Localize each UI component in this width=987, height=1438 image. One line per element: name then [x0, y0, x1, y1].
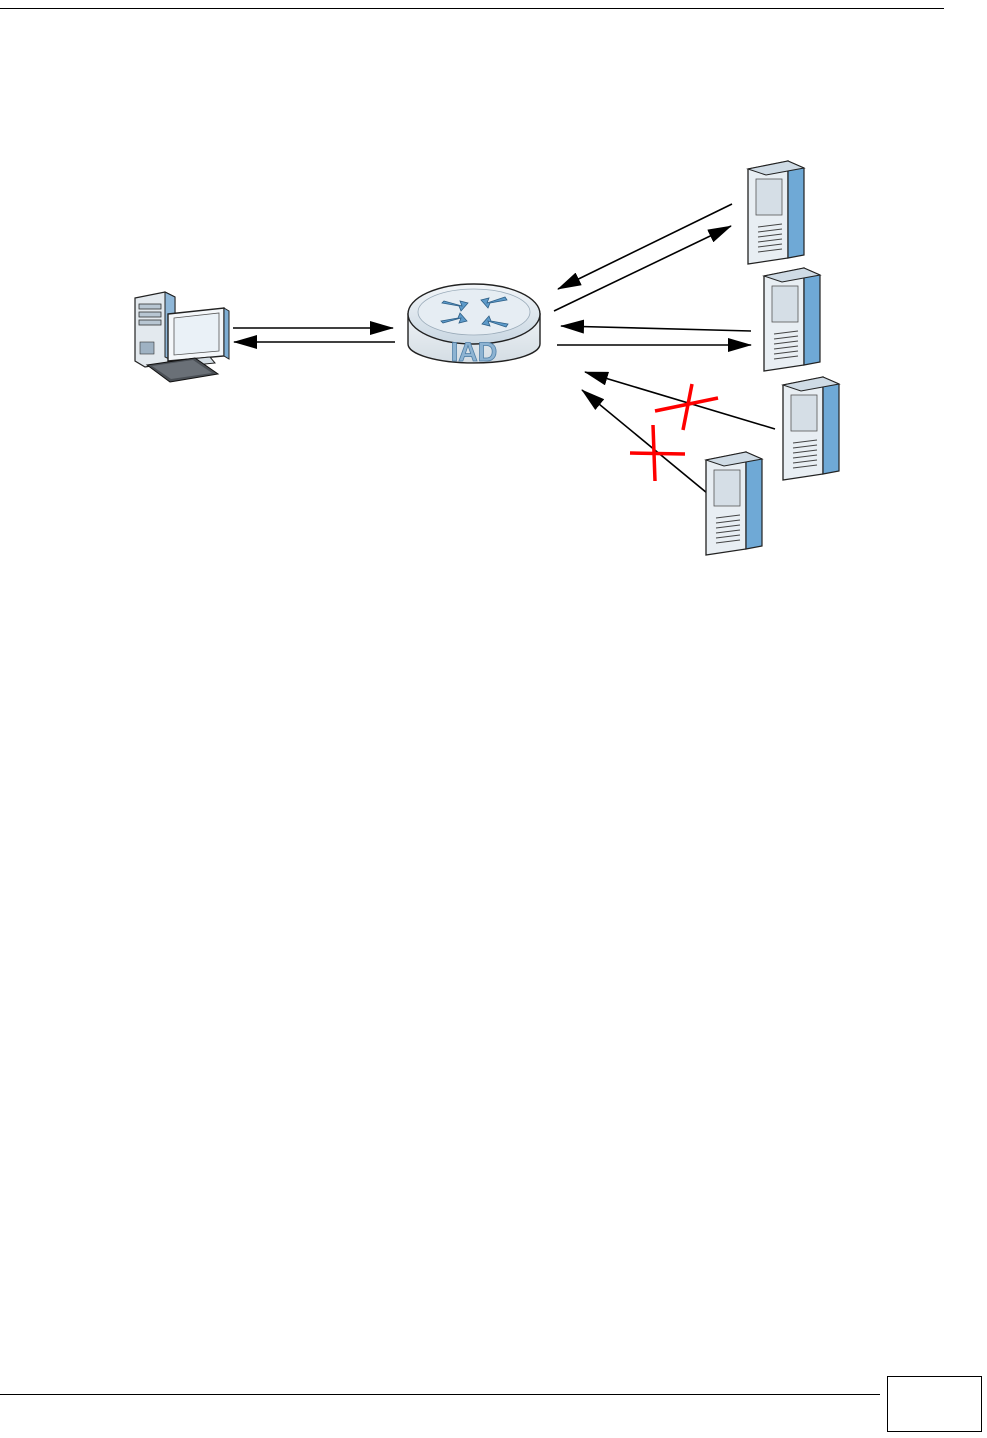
- blocked-mark-icon: [655, 384, 718, 430]
- network-diagram: IAD: [0, 0, 987, 600]
- router-label: IAD: [451, 337, 498, 367]
- server-icon: [748, 161, 804, 264]
- server-icon: [706, 452, 762, 555]
- arrow-server3-to-router: [585, 372, 775, 429]
- blocked-mark-icon: [630, 425, 685, 481]
- router-icon: IAD: [408, 284, 540, 367]
- computer-icon: [135, 292, 229, 382]
- server-icon: [764, 268, 820, 371]
- page-number-box: [887, 1376, 982, 1432]
- server-icon: [783, 377, 839, 480]
- arrow-router-to-server1: [554, 226, 731, 311]
- footer-rule: [0, 1394, 880, 1395]
- arrow-server1-to-router: [558, 204, 732, 289]
- arrow-server2-to-router: [561, 326, 751, 331]
